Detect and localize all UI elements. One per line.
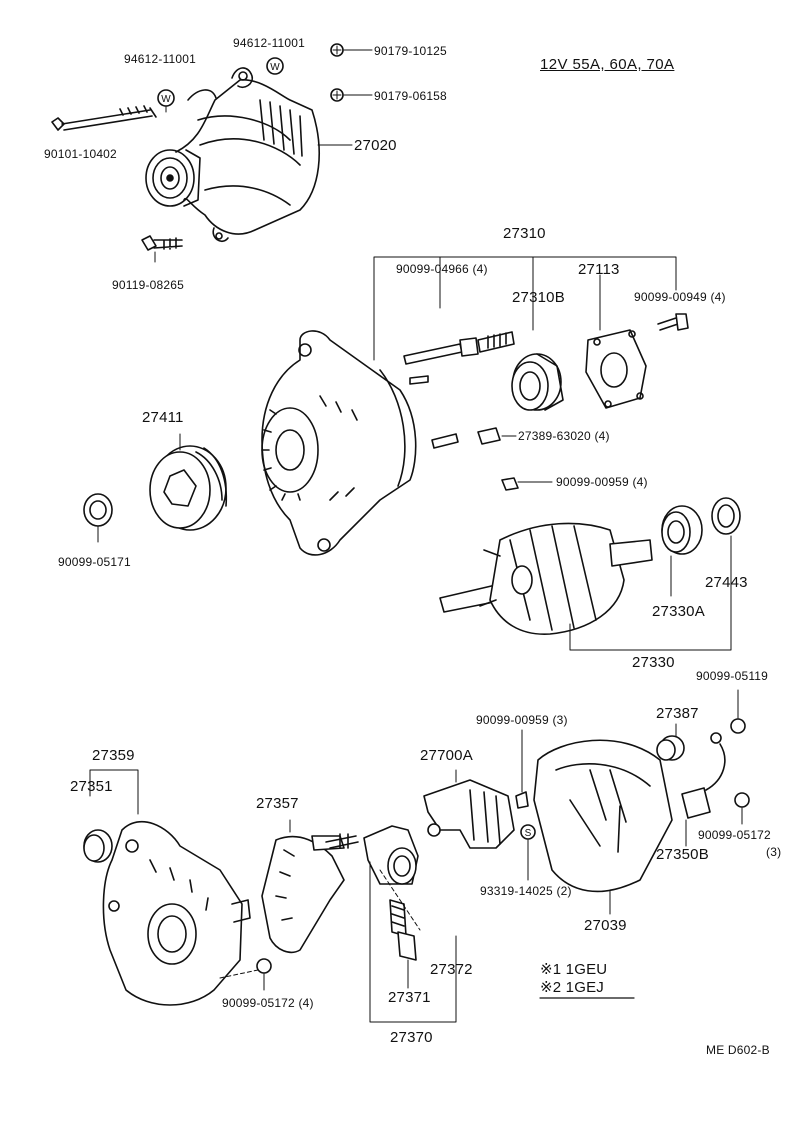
part-label-90099-05172-3: 90099-05172 bbox=[698, 828, 771, 842]
part-label-90179-10125: 90179-10125 bbox=[374, 44, 447, 58]
svg-text:W: W bbox=[270, 62, 280, 73]
nut-icon bbox=[730, 718, 746, 734]
rear-end-frame-icon bbox=[102, 820, 251, 1006]
nut-icon bbox=[734, 792, 750, 808]
part-label-27039: 27039 bbox=[584, 917, 627, 934]
brush-holder-icon bbox=[363, 825, 457, 1023]
screw-icon bbox=[515, 729, 529, 809]
part-label-27443: 27443 bbox=[705, 574, 748, 591]
footer-code: ME D602-B bbox=[706, 1043, 770, 1057]
stud-bolt-icon bbox=[403, 331, 515, 365]
part-label-27370: 27370 bbox=[390, 1029, 433, 1046]
part-label-27330A: 27330A bbox=[652, 603, 705, 620]
nut-icon bbox=[219, 958, 272, 991]
engine-note-2: ※2 1GEJ bbox=[540, 979, 604, 996]
long-bolt-icon bbox=[51, 105, 157, 131]
diagram-title: 12V 55A, 60A, 70A bbox=[540, 56, 675, 73]
bearing-icon bbox=[661, 505, 703, 555]
terminal-insulator-icon bbox=[656, 723, 685, 761]
insulator-icon bbox=[477, 427, 501, 445]
part-label-90099-05172-3-qty: (3) bbox=[766, 845, 782, 859]
part-label-27310: 27310 bbox=[503, 225, 546, 242]
part-label-27387: 27387 bbox=[656, 705, 699, 722]
part-label-27113: 27113 bbox=[578, 261, 620, 278]
part-label-27351: 27351 bbox=[70, 778, 113, 795]
part-label-27389-63020: 27389-63020 (4) bbox=[518, 429, 610, 443]
bearing-icon bbox=[511, 353, 564, 411]
rear-cover-icon bbox=[533, 739, 673, 915]
part-label-27371: 27371 bbox=[388, 989, 431, 1006]
part-label-27359: 27359 bbox=[92, 747, 135, 764]
part-label-27357: 27357 bbox=[256, 795, 299, 812]
svg-text:W: W bbox=[161, 94, 171, 105]
part-label-90099-04966: 90099-04966 (4) bbox=[396, 262, 488, 276]
alternator-body-icon bbox=[145, 67, 320, 243]
screw-icon bbox=[657, 313, 689, 331]
pulley-icon bbox=[149, 433, 228, 531]
part-label-27411: 27411 bbox=[142, 409, 184, 426]
screw-icon bbox=[501, 477, 553, 491]
nut-icon bbox=[83, 493, 113, 543]
part-label-90119-08265: 90119-08265 bbox=[112, 278, 185, 292]
part-label-27020: 27020 bbox=[354, 137, 397, 154]
part-label-94612-11001-right: 94612-11001 bbox=[233, 36, 306, 50]
part-label-90099-00949: 90099-00949 (4) bbox=[634, 290, 726, 304]
part-label-27330: 27330 bbox=[632, 654, 675, 671]
part-label-90099-05171: 90099-05171 bbox=[58, 555, 131, 569]
part-label-27700A: 27700A bbox=[420, 747, 473, 764]
part-label-94612-11001-left: 94612-11001 bbox=[124, 52, 197, 66]
rectifier-icon bbox=[261, 819, 359, 954]
svg-text:S: S bbox=[525, 828, 532, 839]
alternator-assembly-27020: W W bbox=[51, 43, 373, 263]
part-label-90101-10402: 90101-10402 bbox=[44, 147, 117, 161]
part-label-27372: 27372 bbox=[430, 961, 473, 978]
drive-end-frame-icon bbox=[261, 330, 459, 556]
part-label-90099-00959-4: 90099-00959 (4) bbox=[556, 475, 648, 489]
retainer-plate-icon bbox=[585, 329, 647, 409]
washer-w-icon bbox=[266, 57, 284, 75]
lead-wire-icon bbox=[681, 732, 726, 847]
rotor-icon bbox=[439, 522, 653, 635]
bearing-cover-icon bbox=[711, 497, 741, 535]
engine-note-1: ※1 1GEU bbox=[540, 961, 608, 978]
washer-s-icon bbox=[520, 824, 536, 840]
part-label-90099-05119: 90099-05119 bbox=[696, 669, 769, 683]
part-label-93319-14025: 93319-14025 (2) bbox=[480, 884, 572, 898]
short-bolt-icon bbox=[141, 235, 183, 251]
regulator-icon bbox=[423, 769, 515, 849]
collar-icon bbox=[83, 829, 113, 863]
part-label-27310B: 27310B bbox=[512, 289, 565, 306]
part-label-27350B: 27350B bbox=[656, 846, 709, 863]
part-label-90179-06158: 90179-06158 bbox=[374, 89, 447, 103]
part-label-90099-00959-3: 90099-00959 (3) bbox=[476, 713, 568, 727]
part-label-90099-05172-4: 90099-05172 (4) bbox=[222, 996, 314, 1010]
